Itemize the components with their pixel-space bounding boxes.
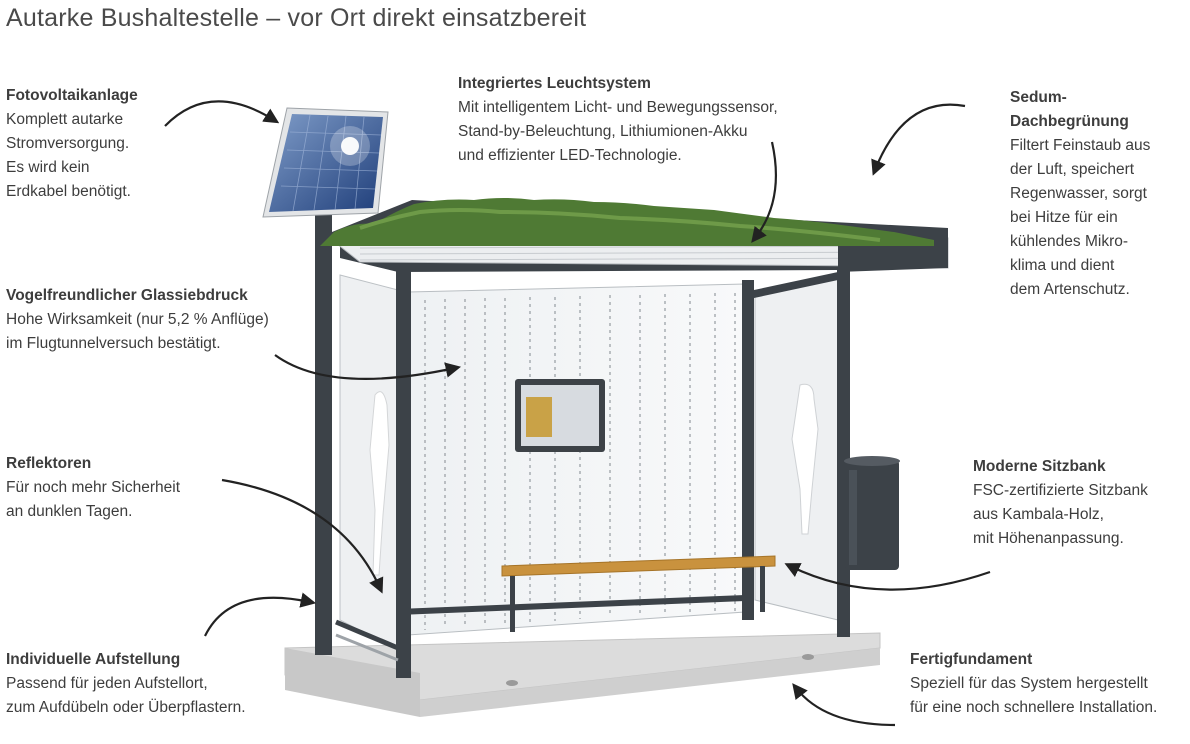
callout-glassiebdruck: Vogelfreundlicher Glassiebdruck Hohe Wir… [6, 284, 316, 356]
concrete-foundation [284, 632, 881, 717]
callout-text: Für noch mehr Sicherheit an dunklen Tage… [6, 479, 181, 520]
curved-arrow-icon [784, 563, 991, 591]
callout-text: Filtert Feinstaub aus der Luft, speicher… [1010, 137, 1151, 298]
callout-text: Passend für jeden Aufstellort, zum Aufdü… [6, 675, 246, 716]
callout-heading: Moderne Sitzbank [973, 458, 1106, 475]
callout-text: Mit intelligentem Licht- und Bewegungsse… [458, 99, 778, 164]
annotation-arrows [164, 100, 991, 727]
sedum-green-roof [320, 198, 934, 246]
callout-heading: Individuelle Aufstellung [6, 651, 181, 668]
callout-aufstellung: Individuelle Aufstellung Passend für jed… [6, 648, 306, 720]
curved-arrow-icon [871, 103, 966, 176]
curved-arrow-icon [204, 592, 317, 637]
callout-heading: Reflektoren [6, 455, 92, 472]
callout-heading: Integriertes Leuchtsystem [458, 75, 651, 92]
side-glass-wall-left [339, 274, 399, 651]
callout-sitzbank: Moderne Sitzbank FSC-zertifizierte Sitzb… [973, 455, 1183, 551]
callout-leuchtsystem: Integriertes Leuchtsystem Mit intelligen… [458, 72, 838, 168]
waste-bin [844, 456, 900, 570]
solar-panel [262, 107, 389, 218]
curved-arrow-icon [164, 100, 280, 127]
curved-arrow-icon [274, 354, 462, 380]
callout-sedum: Sedum- Dachbegrünung Filtert Feinstaub a… [1010, 86, 1185, 302]
bench [501, 555, 776, 632]
callout-reflektoren: Reflektoren Für noch mehr Sicherheit an … [6, 452, 246, 524]
callout-fertigfundament: Fertigfundament Speziell für das System … [910, 648, 1186, 720]
rear-glass-wall [407, 283, 746, 636]
callout-heading: Vogelfreundlicher Glassiebdruck [6, 287, 248, 304]
callout-text: Hohe Wirksamkeit (nur 5,2 % Anflüge) im … [6, 311, 269, 352]
callout-text: Speziell für das System hergestellt für … [910, 675, 1158, 716]
callout-heading: Fertigfundament [910, 651, 1033, 668]
callout-heading: Fotovoltaikanlage [6, 87, 138, 104]
curved-arrow-icon [751, 141, 777, 243]
curved-arrow-icon [792, 683, 896, 727]
page-title: Autarke Bushaltestelle – vor Ort direkt … [6, 4, 587, 32]
callout-photovoltaik: Fotovoltaikanlage Komplett autarke Strom… [6, 84, 196, 204]
callout-heading: Sedum- Dachbegrünung [1010, 89, 1129, 130]
callout-text: Komplett autarke Stromversorgung. Es wir… [6, 111, 131, 200]
callout-text: FSC-zertifizierte Sitzbank aus Kambala-H… [973, 482, 1148, 547]
curved-arrow-icon [221, 478, 384, 594]
